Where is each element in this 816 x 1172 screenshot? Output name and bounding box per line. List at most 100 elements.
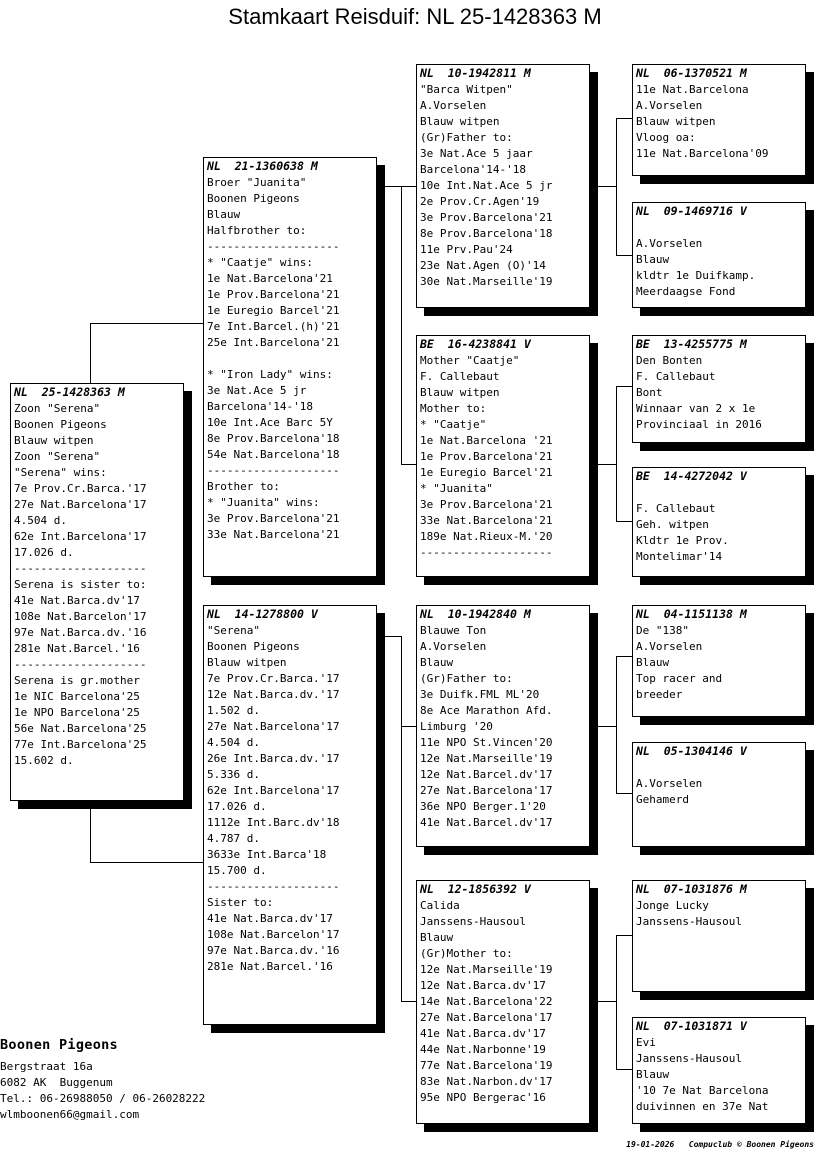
- ring-number: NL 10-1942811 M: [420, 66, 531, 80]
- card-line: [636, 760, 805, 776]
- connector-line: [401, 636, 402, 1002]
- card-line: * "Juanita": [420, 482, 493, 495]
- card-line: 189e Nat.Rieux-M.'20: [420, 530, 553, 543]
- card-line: 15.700 d.: [207, 864, 267, 877]
- card-line: 7e Int.Barcel.(h)'21: [207, 320, 340, 333]
- card-line: * "Iron Lady" wins:: [207, 368, 333, 381]
- card-line: [636, 220, 805, 236]
- card-line: 10e Int.Nat.Ace 5 jr: [420, 179, 553, 192]
- card-line: "Barca Witpen": [420, 83, 513, 96]
- ring-number: NL 25-1428363 M: [14, 385, 125, 399]
- breeder-phone: Tel.: 06-26988050 / 06-26028222: [0, 1092, 206, 1105]
- card-line: Boonen Pigeons: [207, 640, 300, 653]
- card-line: [207, 351, 376, 367]
- card-line: 83e Nat.Narbon.dv'17: [420, 1075, 553, 1088]
- card-line: 25e Int.Barcelona'21: [207, 336, 340, 349]
- card-line: Limburg '20: [420, 720, 493, 733]
- card-line: Blauwe Ton: [420, 624, 487, 637]
- card-line: 27e Nat.Barcelona'17: [14, 498, 147, 511]
- card-line: 97e Nat.Barca.dv.'16: [14, 626, 147, 639]
- card-line: 11e Prv.Pau'24: [420, 243, 513, 256]
- card-line: 30e Nat.Marseille'19: [420, 275, 553, 288]
- breeder-email[interactable]: wlmboonen66@gmail.com: [0, 1108, 140, 1121]
- card-line: Barcelona'14-'18: [207, 400, 313, 413]
- card-line: kldtr 1e Duifkamp.: [636, 269, 756, 282]
- card-line: Blauw: [420, 931, 454, 944]
- card-line: 4.504 d.: [207, 736, 260, 749]
- card-line: --------------------: [14, 658, 147, 671]
- card-line: Boonen Pigeons: [207, 192, 300, 205]
- card-line: F. Callebaut: [420, 370, 500, 383]
- card-line: 3e Nat.Ace 5 jaar: [420, 147, 533, 160]
- card-line: Broer "Juanita": [207, 176, 307, 189]
- ring-number: BE 13-4255775 M: [636, 337, 747, 351]
- card-line: 12e Nat.Marseille'19: [420, 963, 553, 976]
- card-line: Blauw: [636, 253, 670, 266]
- card-line: 56e Nat.Barcelona'25: [14, 722, 147, 735]
- card-line: 1.502 d.: [207, 704, 260, 717]
- card-line: Top racer and: [636, 672, 723, 685]
- card-line: 3e Prov.Barcelona'21: [420, 498, 553, 511]
- connector-line: [90, 801, 91, 863]
- breeder-info: Boonen Pigeons Bergstraat 16a 6082 AK Bu…: [0, 1036, 205, 1123]
- card-line: Brother to:: [207, 480, 280, 493]
- card-line: 27e Nat.Barcelona'17: [420, 1011, 553, 1024]
- card-line: 17.026 d.: [207, 800, 267, 813]
- card-line: 3633e Int.Barca'18: [207, 848, 327, 861]
- card-line: 281e Nat.Barcel.'16: [207, 960, 333, 973]
- card-line: '10 7e Nat Barcelona: [636, 1084, 769, 1097]
- card-line: Sister to:: [207, 896, 274, 909]
- card-line: Zoon "Serena": [14, 402, 101, 415]
- connector-line: [401, 186, 416, 187]
- card-line: Vloog oa:: [636, 131, 696, 144]
- card-line: 8e Prov.Barcelona'18: [420, 227, 553, 240]
- card-line: (Gr)Father to:: [420, 672, 513, 685]
- card-line: 62e Int.Barcelona'17: [14, 530, 147, 543]
- connector-line: [616, 656, 632, 657]
- connector-line: [616, 935, 617, 1070]
- card-line: Blauw witpen: [14, 434, 94, 447]
- connector-line: [377, 186, 402, 187]
- card-line: 41e Nat.Barca.dv'17: [420, 1027, 546, 1040]
- card-line: 1e Euregio Barcel'21: [420, 466, 553, 479]
- card-line: Calida: [420, 899, 460, 912]
- card-line: Janssens-Hausoul: [636, 915, 742, 928]
- card-line: Janssens-Hausoul: [420, 915, 526, 928]
- card-line: 77e Int.Barcelona'25: [14, 738, 147, 751]
- card-line: F. Callebaut: [636, 370, 716, 383]
- card-line: A.Vorselen: [636, 237, 703, 250]
- card-line: 36e NPO Berger.1'20: [420, 800, 546, 813]
- card-line: 27e Nat.Barcelona'17: [207, 720, 340, 733]
- card-line: 17.026 d.: [14, 546, 74, 559]
- card-line: Blauw: [207, 208, 241, 221]
- card-line: Barcelona'14-'18: [420, 163, 526, 176]
- card-line: 8e Prov.Barcelona'18: [207, 432, 340, 445]
- card-line: breeder: [636, 688, 683, 701]
- breeder-postcode: 6082 AK Buggenum: [0, 1076, 113, 1089]
- card-line: Blauw witpen: [636, 115, 716, 128]
- card-line: 1e NIC Barcelona'25: [14, 690, 140, 703]
- card-line: Boonen Pigeons: [14, 418, 107, 431]
- connector-line: [401, 464, 416, 465]
- card-line: A.Vorselen: [420, 640, 487, 653]
- connector-line: [90, 323, 203, 324]
- card-line: Jonge Lucky: [636, 899, 709, 912]
- card-line: Evi: [636, 1036, 656, 1049]
- card-line: 12e Nat.Marseille'19: [420, 752, 553, 765]
- page-title: Stamkaart Reisduif: NL 25-1428363 M: [228, 4, 602, 29]
- card-line: 1e Prov.Barcelona'21: [420, 450, 553, 463]
- card-line: 3e Duifk.FML ML'20: [420, 688, 540, 701]
- card-line: 11e Nat.Barcelona: [636, 83, 749, 96]
- card-line: Blauw witpen: [420, 386, 500, 399]
